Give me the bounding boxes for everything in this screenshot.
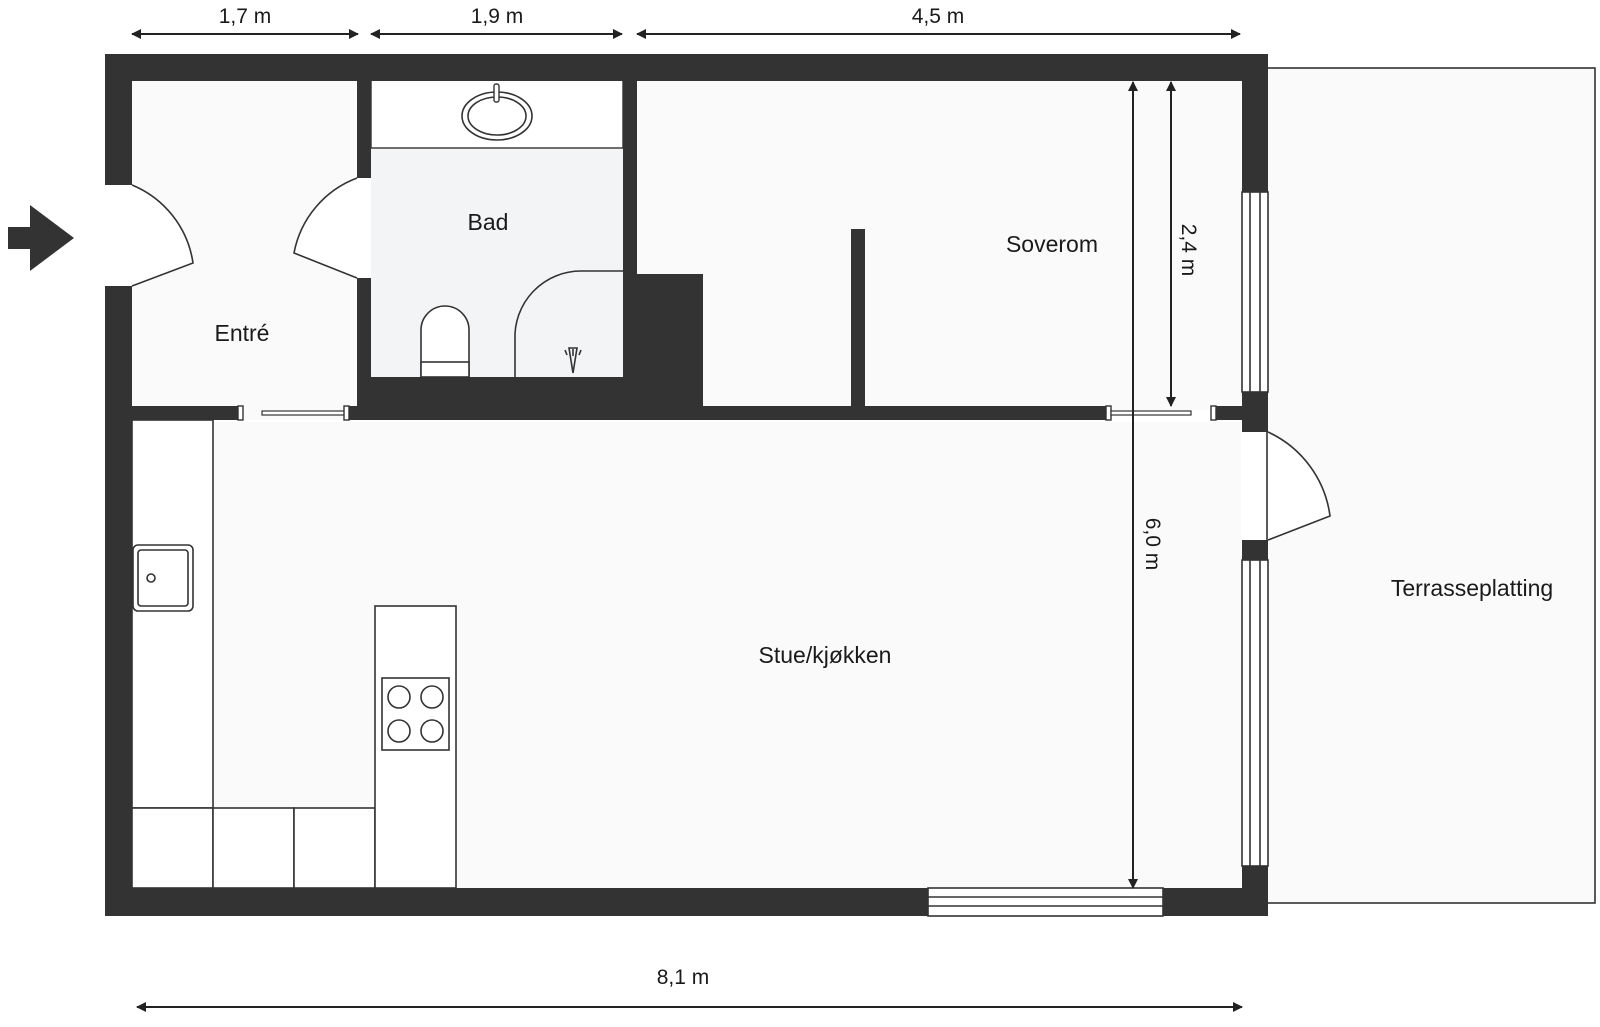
room-label-soverom: Soverom xyxy=(1006,231,1098,257)
room-label-terrasse: Terrasseplatting xyxy=(1391,575,1553,601)
terrace-door-swing xyxy=(1267,431,1331,541)
dimension-lines xyxy=(131,29,1243,1012)
dim-label-top-middle: 1,9 m xyxy=(471,5,524,28)
room-label-stue-kjokken: Stue/kjøkken xyxy=(759,642,892,668)
entrance-arrow-icon xyxy=(8,205,74,271)
dim-label-top-left: 1,7 m xyxy=(219,5,272,28)
soverom-floor xyxy=(637,80,1241,410)
kitchen-counter-south-3 xyxy=(293,807,376,889)
dim-label-bottom: 8,1 m xyxy=(657,966,710,989)
sliding-doors xyxy=(237,405,1217,421)
windows xyxy=(927,191,1269,917)
shower-icon xyxy=(514,270,623,377)
dim-label-vertical-bedroom: 2,4 m xyxy=(1177,224,1200,277)
outer-walls xyxy=(105,54,1268,916)
dim-label-top-right: 4,5 m xyxy=(912,5,965,28)
room-label-bad: Bad xyxy=(468,209,509,235)
bathroom-fixtures xyxy=(420,83,623,378)
room-label-entre: Entré xyxy=(215,320,270,346)
window-bedroom xyxy=(1241,191,1269,393)
window-living-east xyxy=(1241,559,1269,867)
door-swings xyxy=(131,177,1331,541)
kitchen-counter-west xyxy=(131,419,214,809)
kitchen-counter-south-1 xyxy=(131,807,214,889)
window-living-south xyxy=(927,887,1164,917)
dim-label-vertical-total: 6,0 m xyxy=(1141,518,1164,571)
kitchen-counter-south-2 xyxy=(212,807,295,889)
bath-door-swing xyxy=(293,177,358,279)
interior-walls xyxy=(132,81,1110,420)
toilet-icon xyxy=(420,305,470,378)
entry-door-swing xyxy=(131,184,194,287)
kitchen-fixtures xyxy=(131,419,457,889)
